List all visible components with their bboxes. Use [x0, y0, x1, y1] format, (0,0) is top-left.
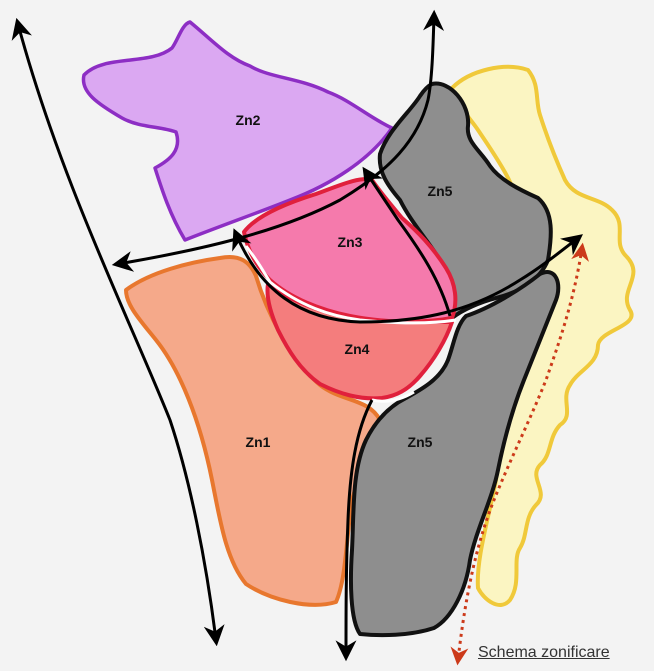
zone-label-zn2: Zn2 — [236, 112, 261, 128]
zone-label-zn5-lower: Zn5 — [408, 434, 433, 450]
zone-label-zn5-upper: Zn5 — [428, 183, 453, 199]
diagram-caption: Schema zonificare — [478, 644, 610, 662]
zone-label-zn1: Zn1 — [246, 434, 271, 450]
zone-label-zn4: Zn4 — [345, 341, 370, 357]
zone-label-zn3: Zn3 — [338, 234, 363, 250]
